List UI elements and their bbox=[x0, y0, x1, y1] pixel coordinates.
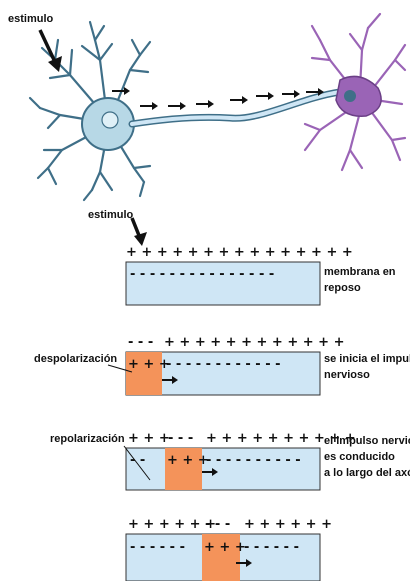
bottom-charges: - - - - - - bbox=[244, 540, 299, 555]
synapse-terminal bbox=[344, 90, 356, 102]
side-label-line: membrana en bbox=[324, 266, 396, 278]
side-label-line: reposo bbox=[324, 282, 361, 294]
top-charges-left: + + + + + + bbox=[128, 517, 216, 532]
impulse-arrow bbox=[282, 90, 300, 98]
depolarized-charges: + + + bbox=[204, 540, 246, 555]
side-label-line: el impulso nervioso bbox=[324, 435, 410, 447]
membrane-row-propagation: + + + + + + - - - + + + + + + - - - - - … bbox=[126, 517, 332, 581]
neuron-illustration: estimulo bbox=[8, 13, 405, 200]
impulse-arrow bbox=[168, 102, 186, 110]
top-charges: + + + + + + + + + + + + bbox=[164, 335, 345, 350]
bottom-charges-left: - - - - - - bbox=[130, 540, 185, 555]
membrane-row-rest: + + + + + + + + + + + + + + + - - - - - … bbox=[126, 245, 396, 305]
top-charges-negative: - - - bbox=[128, 335, 153, 350]
top-charges-negative: - - - bbox=[205, 517, 230, 532]
side-label-line: es conducido bbox=[324, 451, 395, 463]
membrane-row-repolarization: + + + - - - + + + + + + + + + + - - + + … bbox=[50, 431, 410, 490]
target-neuron-soma bbox=[336, 76, 381, 116]
stimulus-label-top: estimulo bbox=[8, 13, 54, 25]
impulse-arrow bbox=[256, 92, 274, 100]
top-charges-left: + + + bbox=[128, 431, 170, 446]
top-charges: + + + + + + bbox=[244, 517, 332, 532]
stimulus-label-middle: estimulo bbox=[88, 209, 134, 221]
impulse-arrow bbox=[230, 96, 248, 104]
side-label-line: se inicia el impulso bbox=[324, 353, 410, 365]
side-label-line: a lo largo del axón bbox=[324, 467, 410, 479]
stimulus-arrow-top bbox=[40, 30, 62, 72]
depolarized-charges: + + + bbox=[128, 357, 170, 372]
bottom-charges-left: - - bbox=[130, 453, 145, 468]
membrane-row-depolarization: - - - + + + + + + + + + + + + + + + - - … bbox=[34, 335, 410, 395]
side-label-line: nervioso bbox=[324, 369, 370, 381]
neuron-nucleus bbox=[102, 112, 118, 128]
bottom-charges: - - - - - - - - - - bbox=[206, 453, 301, 468]
top-charges: + + + + + + + + + + + + + + + bbox=[126, 245, 353, 260]
bottom-charges: - - - - - - - - - - - - bbox=[166, 357, 281, 372]
left-label: repolarización bbox=[50, 433, 125, 445]
impulse-arrow bbox=[140, 102, 158, 110]
left-label: despolarización bbox=[34, 353, 117, 365]
impulse-arrow bbox=[196, 100, 214, 108]
bottom-charges: - - - - - - - - - - - - - - - bbox=[130, 267, 274, 282]
top-charges-negative: - - - bbox=[168, 431, 193, 446]
depolarized-charges: + + + bbox=[167, 453, 209, 468]
stimulus-arrow-middle bbox=[132, 218, 147, 246]
